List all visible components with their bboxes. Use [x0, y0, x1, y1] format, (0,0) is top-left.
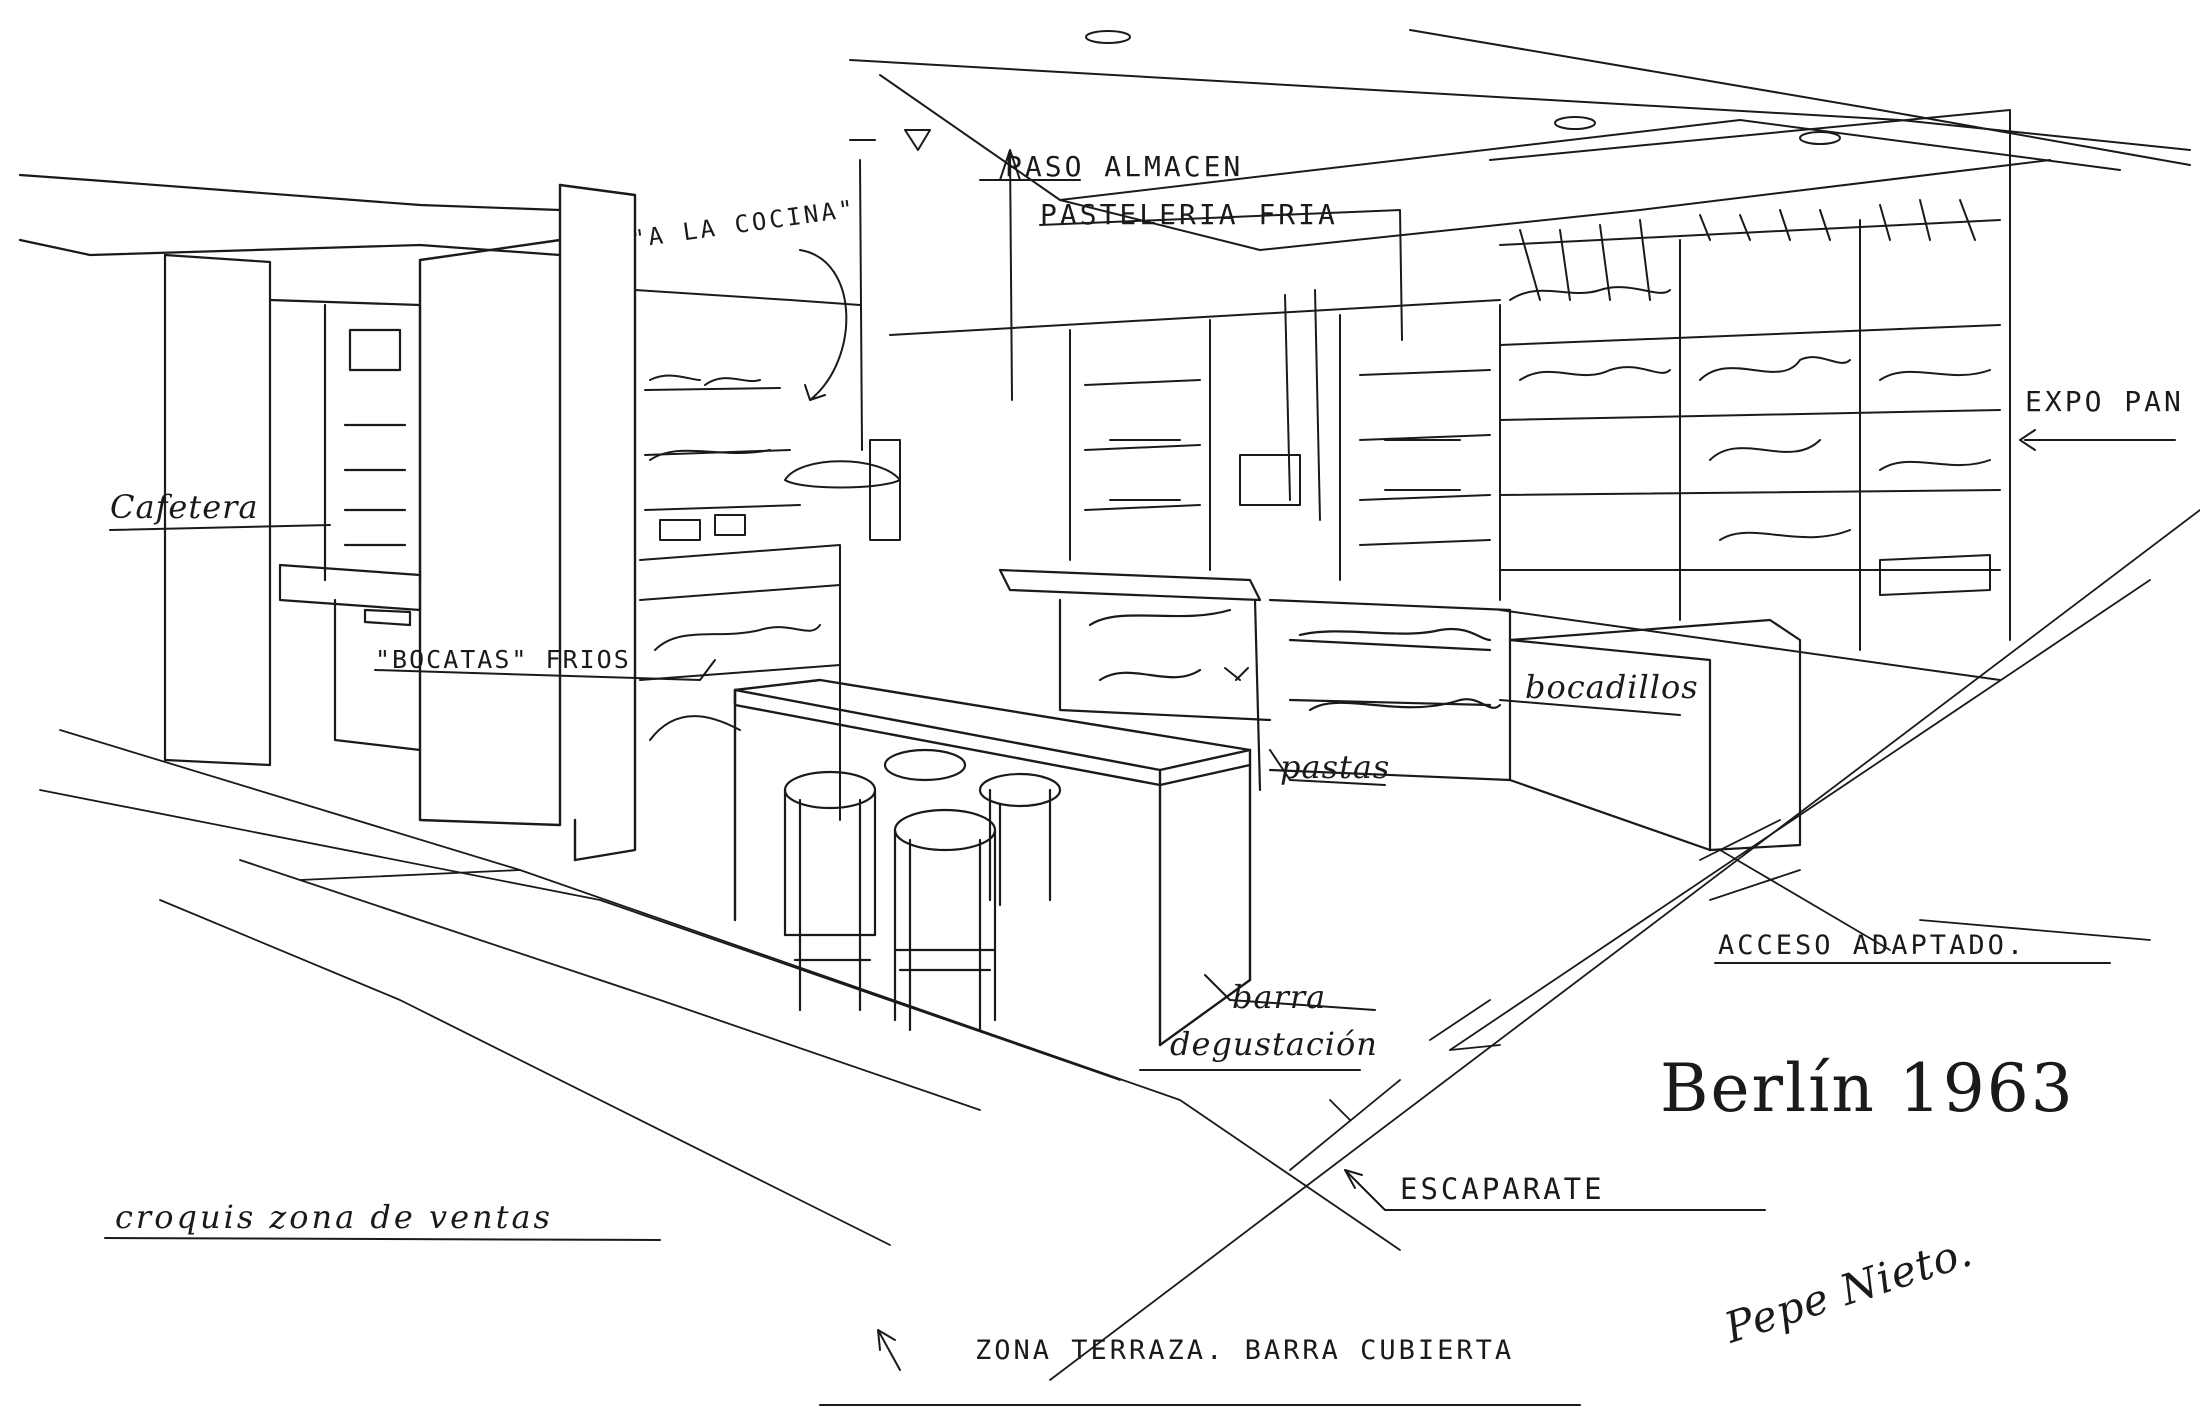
label-escaparate: ESCAPARATE	[1400, 1172, 1605, 1206]
label-degustacion: degustación	[1170, 1025, 1378, 1063]
tasting-bar	[733, 678, 1252, 1047]
back-wall-shelving	[784, 129, 1501, 601]
label-bocatas-frios: "BOCATAS" FRIOS	[375, 645, 631, 674]
sketch-title: Berlín 1963	[1660, 1050, 2075, 1127]
central-column	[418, 183, 637, 862]
cafetera-zone	[18, 173, 562, 767]
label-expo-pan: EXPO PAN	[2025, 385, 2184, 418]
service-counters	[998, 568, 1802, 852]
label-paso-almacen: PASO ALMACEN	[1005, 150, 1244, 183]
bread-display-wall	[1489, 109, 2011, 681]
bocatas-shelving	[634, 289, 861, 821]
label-barra: barra	[1232, 978, 1327, 1016]
label-bocadillos: bocadillos	[1525, 668, 1699, 706]
label-leaders	[104, 179, 2176, 1406]
floor-lines	[39, 509, 2200, 1381]
label-acceso-adaptado: ACCESO ADAPTADO.	[1718, 930, 2027, 961]
label-cafetera: Cafetera	[110, 488, 259, 526]
label-zona-terraza: ZONA TERRAZA. BARRA CUBIERTA	[975, 1335, 1515, 1366]
label-pasteleria-fria: PASTELERIA FRIA	[1040, 198, 1338, 231]
label-pastas: pastas	[1280, 748, 1391, 786]
label-croquis: croquis zona de ventas	[115, 1198, 553, 1236]
bar-stools	[783, 748, 1062, 1032]
